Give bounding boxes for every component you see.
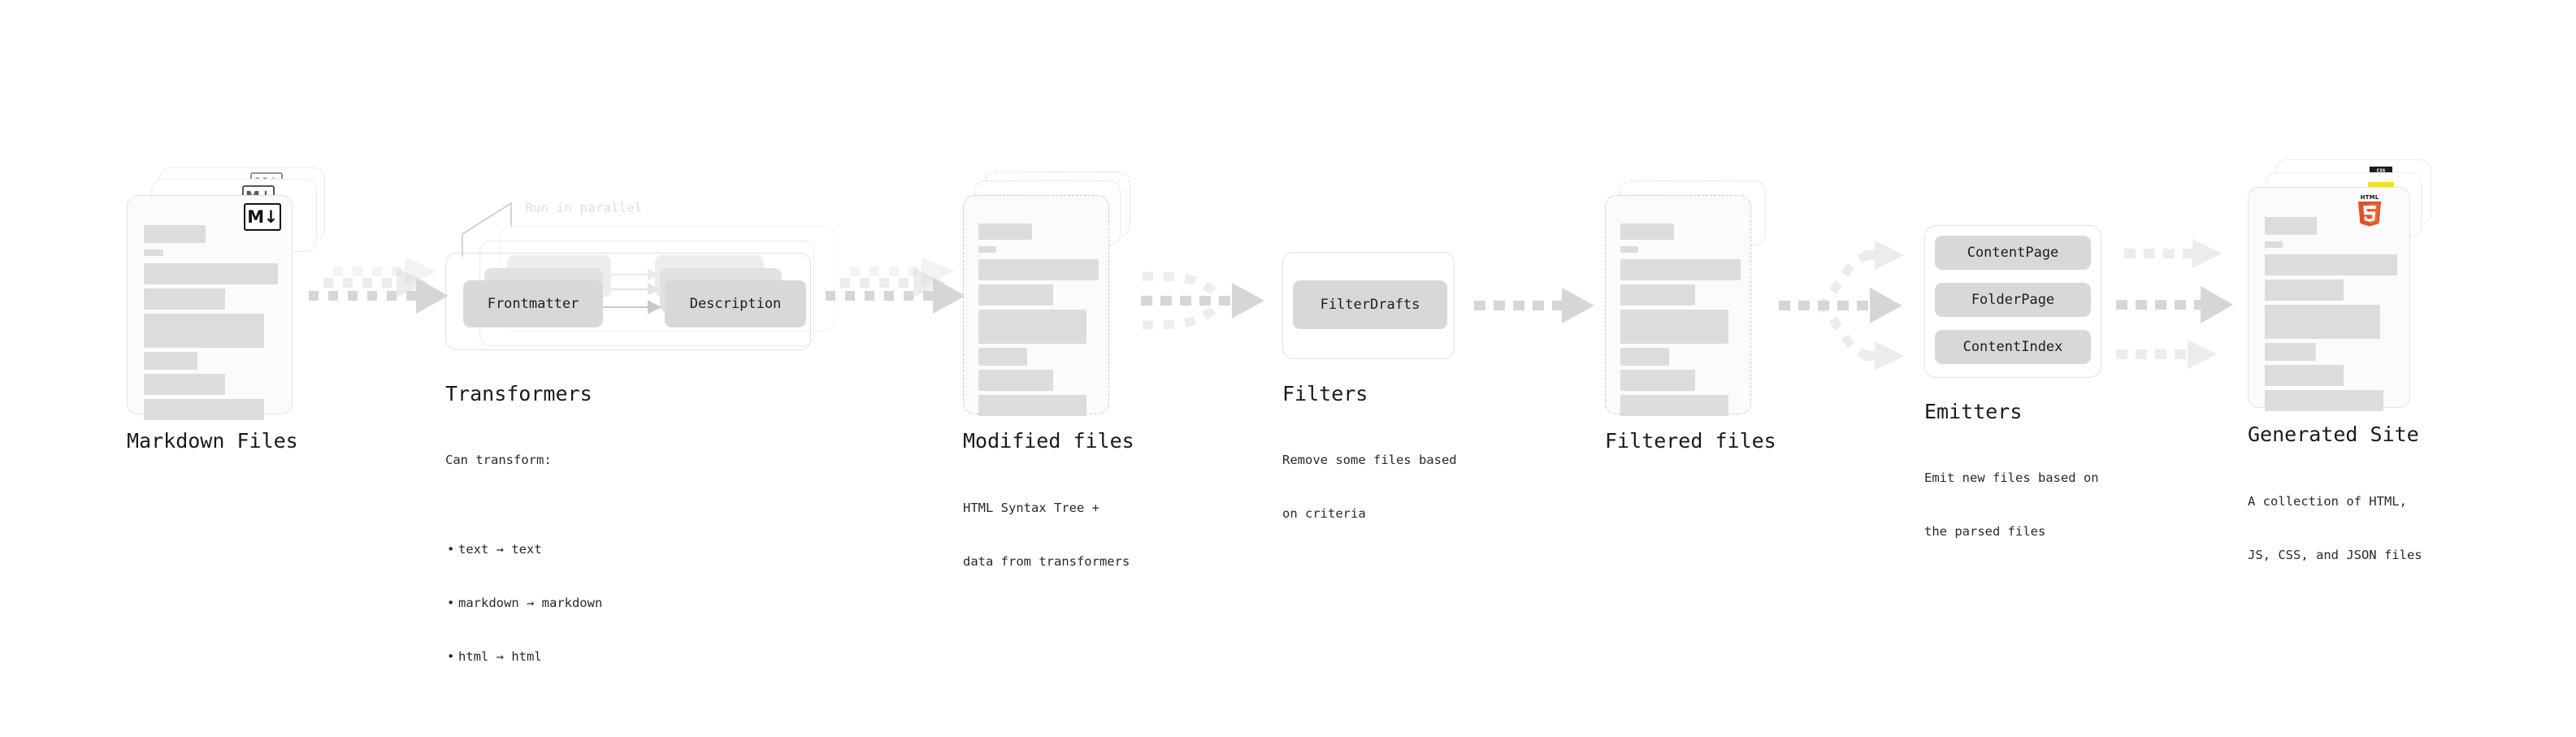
- transformers-inner-arrows: [595, 268, 662, 314]
- doc-bar: [144, 374, 225, 395]
- doc-bar: [1620, 246, 1638, 253]
- transformers-bullet-3: html → html: [447, 648, 602, 665]
- filters-group: [1282, 252, 1455, 359]
- filters-sub-line2: on criteria: [1282, 506, 1366, 521]
- doc-bar: [978, 246, 996, 253]
- emitters-sub-line1: Emit new files based on: [1924, 470, 2099, 485]
- modified-file-card-front: [963, 195, 1109, 416]
- doc-bar: [978, 395, 1086, 416]
- emitters-group: [1924, 225, 2101, 378]
- doc-bar: [1620, 348, 1669, 366]
- arrow-transformers-to-modified: [826, 257, 965, 314]
- doc-bar: [2265, 254, 2397, 275]
- filtered-file-card-front: [1605, 195, 1751, 416]
- caption-transformers-sub: Can transform: text → text markdown → ma…: [445, 415, 602, 737]
- markdown-badge: M↓: [244, 203, 281, 231]
- run-in-parallel-label: Run in parallel: [525, 200, 643, 215]
- transformers-intro: Can transform:: [445, 453, 552, 467]
- doc-bar: [2265, 217, 2317, 235]
- caption-modified-files-sub: HTML Syntax Tree + data from transformer…: [963, 463, 1130, 606]
- doc-bar: [2265, 390, 2383, 411]
- modified-sub-line2: data from transformers: [963, 554, 1130, 569]
- site-sub-line2: JS, CSS, and JSON files: [2248, 548, 2422, 562]
- chip-folderpage[interactable]: FolderPage: [1935, 283, 2091, 317]
- doc-bar: [978, 310, 1086, 344]
- doc-bar: [978, 348, 1027, 366]
- emitters-sub-line2: the parsed files: [1924, 524, 2046, 539]
- doc-bar: [1620, 284, 1695, 306]
- chip-filterdrafts[interactable]: FilterDrafts: [1293, 280, 1447, 329]
- arrow-emitters-to-site: [2116, 239, 2233, 369]
- doc-bar: [2265, 365, 2344, 386]
- doc-bar: [144, 288, 225, 310]
- doc-bar: [144, 352, 197, 370]
- arrow-filters-to-filtered: [1474, 288, 1594, 323]
- chip-description[interactable]: Description: [665, 280, 806, 327]
- doc-bar: [1620, 395, 1728, 416]
- html5-badge: HTML: [2356, 193, 2383, 228]
- modified-sub-line1: HTML Syntax Tree +: [963, 501, 1099, 515]
- chip-contentindex[interactable]: ContentIndex: [1935, 330, 2091, 364]
- doc-bar: [2265, 241, 2283, 248]
- caption-filters: Filters: [1282, 382, 1368, 405]
- doc-bar: [1620, 370, 1695, 391]
- doc-bar: [978, 370, 1053, 391]
- filters-sub-line1: Remove some files based: [1282, 453, 1457, 467]
- doc-bar: [144, 225, 206, 243]
- transformers-bullet-2: markdown → markdown: [447, 594, 602, 612]
- caption-filters-sub: Remove some files based on criteria: [1282, 415, 1457, 558]
- doc-bar: [144, 249, 163, 256]
- doc-bar: [1620, 259, 1741, 280]
- doc-bar: [2265, 305, 2380, 339]
- caption-generated-site-sub: A collection of HTML, JS, CSS, and JSON …: [2248, 457, 2422, 600]
- chip-frontmatter[interactable]: Frontmatter: [463, 280, 603, 327]
- doc-bar: [978, 284, 1053, 306]
- doc-bar: [2265, 280, 2344, 301]
- transformers-group-main: [445, 253, 811, 350]
- arrow-modified-to-filters: [1141, 271, 1264, 330]
- doc-bar: [1620, 223, 1674, 240]
- diagram-canvas: M↓ M↓ M↓ Markdown Files: [0, 0, 2576, 681]
- transformers-bullet-1: text → text: [447, 540, 602, 558]
- caption-generated-site: Generated Site: [2248, 423, 2419, 446]
- markdown-badge-text: M↓: [247, 206, 278, 227]
- chip-contentpage[interactable]: ContentPage: [1935, 236, 2091, 270]
- site-sub-line1: A collection of HTML,: [2248, 494, 2407, 509]
- doc-bar: [2265, 343, 2316, 361]
- caption-modified-files: Modified files: [963, 429, 1134, 453]
- caption-emitters: Emitters: [1924, 400, 2023, 423]
- site-file-card-front: [2248, 187, 2410, 411]
- doc-bar: [144, 314, 264, 348]
- arrow-md-to-transformers: [309, 257, 449, 314]
- doc-bar: [1620, 310, 1728, 344]
- svg-text:HTML: HTML: [2361, 194, 2379, 201]
- caption-markdown-files: Markdown Files: [127, 429, 298, 453]
- doc-bar: [144, 399, 264, 420]
- caption-emitters-sub: Emit new files based on the parsed files: [1924, 433, 2099, 576]
- arrow-filtered-to-emitters: [1779, 241, 1904, 371]
- run-in-parallel-bracket: [462, 202, 512, 257]
- svg-text:CSS: CSS: [2377, 169, 2386, 174]
- doc-bar: [978, 223, 1032, 240]
- doc-bar: [978, 259, 1099, 280]
- caption-filtered-files: Filtered files: [1605, 429, 1776, 453]
- markdown-file-card-front: [127, 195, 293, 420]
- doc-bar: [144, 263, 278, 284]
- caption-transformers: Transformers: [445, 382, 592, 405]
